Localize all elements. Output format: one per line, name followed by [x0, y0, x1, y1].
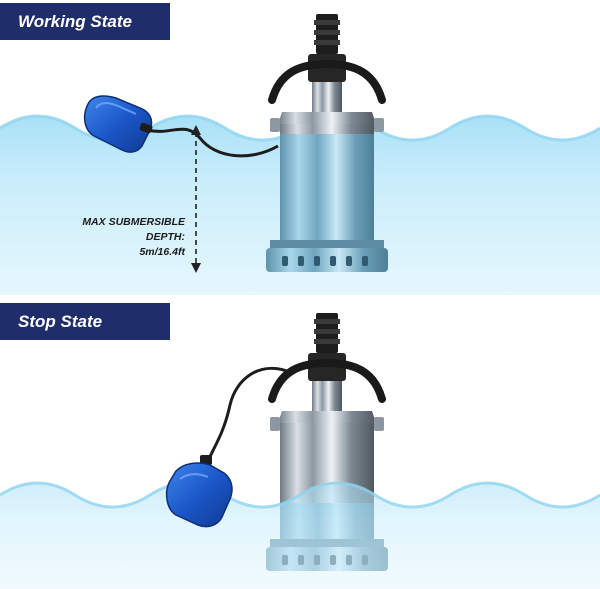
- stop-state-illustration: [0, 313, 600, 589]
- float-switch-icon: [83, 95, 153, 153]
- max-depth-label-line1: MAX SUBMERSIBLE: [82, 216, 185, 228]
- stop-state-panel: Stop State: [0, 295, 600, 589]
- max-depth-label-line3: 5m/16.4ft: [139, 246, 185, 258]
- float-switch-cable: [206, 366, 293, 462]
- float-switch-icon: [165, 455, 233, 528]
- working-state-title: Working State: [0, 3, 170, 40]
- float-switch-cable: [147, 127, 279, 158]
- working-state-panel: Working State MAX SUBMERSIBLE DEPTH: 5m/…: [0, 3, 600, 295]
- max-depth-label: MAX SUBMERSIBLE DEPTH: 5m/16.4ft: [25, 215, 185, 260]
- stop-state-title: Stop State: [0, 303, 170, 340]
- depth-arrow-icon: [191, 125, 201, 273]
- water-surface: [0, 483, 600, 589]
- max-depth-label-line2: DEPTH:: [145, 231, 185, 243]
- working-state-illustration: [0, 14, 600, 295]
- submersible-pump-icon: [266, 14, 388, 272]
